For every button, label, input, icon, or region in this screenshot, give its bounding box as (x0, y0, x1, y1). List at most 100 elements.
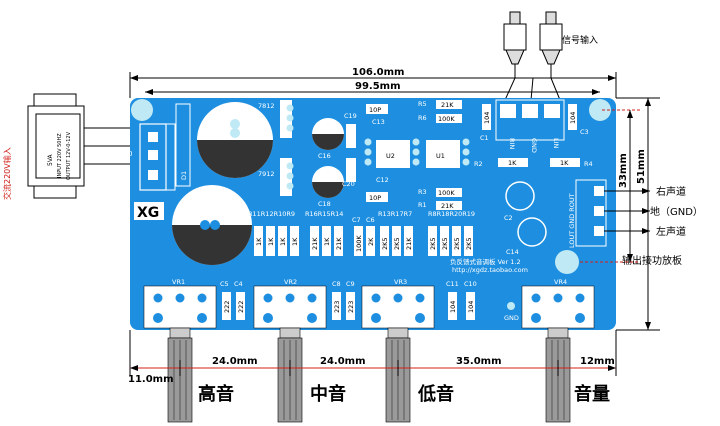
signal-input-plugs: 信号输入 (503, 11, 598, 101)
silkscreen-label: 1K (255, 237, 263, 246)
r2-label: R2 (474, 160, 483, 168)
treble-label: 高音 (198, 383, 234, 405)
pot-vr2: VR2 (253, 278, 327, 329)
silkscreen-label: 21K (335, 237, 343, 250)
r1-value: 21K (441, 202, 454, 210)
c12-value: 10P (369, 194, 381, 202)
board-title: 负反馈式音调板 Ver 1.2 (450, 257, 521, 266)
silkscreen-label: 1K (291, 237, 299, 246)
xg-logo: XG (137, 205, 159, 221)
silkscreen-label: 104 (449, 301, 457, 313)
silkscreen-label: 104 (467, 301, 475, 313)
transformer: 交流220V输入 5VA INPUT 220V 50HZ OUTPUT 12V-… (2, 93, 150, 200)
silkscreen-label: 1K (323, 237, 331, 246)
right-channel-label: 右声道 (656, 185, 686, 198)
silkscreen-label: 2K5 (381, 237, 389, 250)
d1-label: D1 (180, 171, 188, 180)
u1-label: U1 (436, 152, 445, 160)
r6-label: R6 (418, 114, 427, 122)
pot-vr4: VR4 (521, 278, 595, 329)
resistor-row: 1K 1K 1K 1K 21K 1K 21K 100K 2K 2K5 2K5 2… (254, 226, 473, 256)
r3-label: R3 (418, 188, 427, 196)
silkscreen-label: VR1 (172, 278, 185, 286)
r5-label: R5 (418, 100, 427, 108)
res-header-1: R11R12R10R9 (248, 210, 295, 218)
dim-51-text: 51mm (636, 149, 647, 184)
bass-label: 低音 (417, 383, 454, 405)
c3-value: 104 (569, 112, 577, 124)
silkscreen-label: 2K5 (441, 237, 449, 250)
output-wires: 右声道 地（GND） 左声道 输出接功放板 (604, 185, 703, 267)
r4-value: 1K (560, 159, 569, 167)
silkscreen-label: 21K (405, 237, 413, 250)
silkscreen-label: C9 (346, 280, 355, 288)
c19-label: C19 (344, 112, 357, 120)
c18-label: C18 (318, 200, 331, 208)
silkscreen-label: C11 (446, 280, 459, 288)
rin-label: RIN (508, 138, 516, 149)
c13-value: 10P (369, 106, 381, 114)
transformer-line2: INPUT 220V 50HZ (57, 133, 63, 178)
ac-input-label: 交流220V输入 (2, 147, 12, 200)
r3-value: 100K (438, 189, 455, 197)
silkscreen-label: 222 (237, 301, 245, 313)
reg2-label: 7912 (258, 170, 275, 178)
output-header-label: LOUT GND ROUT (568, 193, 576, 248)
dimension-inner-width: 99.5mm (145, 81, 600, 95)
dimension-bottom: 11.0mm 24.0mm 24.0mm 35.0mm 12mm (128, 330, 617, 385)
silkscreen-label: 21K (311, 237, 319, 250)
dim-pitch-24b: 24.0mm (320, 356, 366, 367)
v-bot-label: 12-16V (100, 186, 125, 194)
dim-total-width-text: 106.0mm (352, 67, 404, 78)
c16-label: C16 (318, 152, 331, 160)
silkscreen-label: 2K5 (393, 237, 401, 250)
silkscreen-label: 100K (355, 235, 363, 252)
pot-shafts (167, 327, 571, 423)
silkscreen-label: 2K (367, 237, 375, 246)
silkscreen-label: C5 (220, 280, 229, 288)
amp-output-label: 输出接功放板 (622, 254, 682, 267)
mid-label: 中音 (310, 383, 346, 405)
left-channel-label: 左声道 (656, 225, 686, 238)
silkscreen-label: 1K (267, 237, 275, 246)
dim-right-margin: 12mm (580, 356, 615, 367)
v-top-label: 12-16V (100, 130, 125, 138)
silkscreen-label: VR4 (554, 278, 567, 286)
gnd-pad-label: GND (504, 314, 519, 322)
dim-inner-width-text: 99.5mm (355, 81, 401, 92)
c13-label: C13 (372, 118, 385, 126)
r2-value: 1K (508, 159, 517, 167)
silkscreen-label: 223 (347, 301, 355, 313)
c14-label: C14 (506, 248, 519, 256)
r6-value: 100K (438, 115, 455, 123)
dim-left-margin: 11.0mm (128, 374, 174, 385)
pot-vr3: VR3 (361, 278, 435, 329)
c2-label: C2 (504, 214, 513, 222)
pot-vr1: VR1 (143, 278, 217, 329)
board-url: http://xgdz.taobao.com (452, 266, 528, 274)
r5-value: 21K (441, 101, 454, 109)
silkscreen-label: C8 (332, 280, 341, 288)
lin-label: LIN (552, 138, 560, 149)
dimension-height: 33mm 51mm (580, 97, 660, 331)
silkscreen-label: C10 (464, 280, 477, 288)
transformer-line1: 5VA (47, 153, 54, 166)
dim-33-text: 33mm (618, 153, 629, 188)
res-header-3: R13R17R7 (378, 210, 412, 218)
c20-label: C20 (342, 180, 355, 188)
silkscreen-label: 2K5 (429, 237, 437, 250)
silkscreen-label: 2K5 (465, 237, 473, 250)
r4-label: R4 (584, 160, 593, 168)
r1-label: R1 (418, 201, 427, 209)
c6-label: C6 (366, 216, 375, 224)
silkscreen-label: C4 (234, 280, 243, 288)
c1-label: C1 (480, 134, 489, 142)
pcb-board: 12-16V 0 12-16V D1 XG 7812 7912 C16 C18 (100, 98, 616, 330)
dim-pitch-35: 35.0mm (456, 356, 502, 367)
signal-input-label: 信号输入 (562, 34, 598, 46)
c12-label: C12 (376, 176, 389, 184)
res-header-2: R16R15R14 (305, 210, 343, 218)
silkscreen-label: 2K5 (453, 237, 461, 250)
transformer-line3: OUTPUT 12V-0-12V (66, 131, 72, 180)
